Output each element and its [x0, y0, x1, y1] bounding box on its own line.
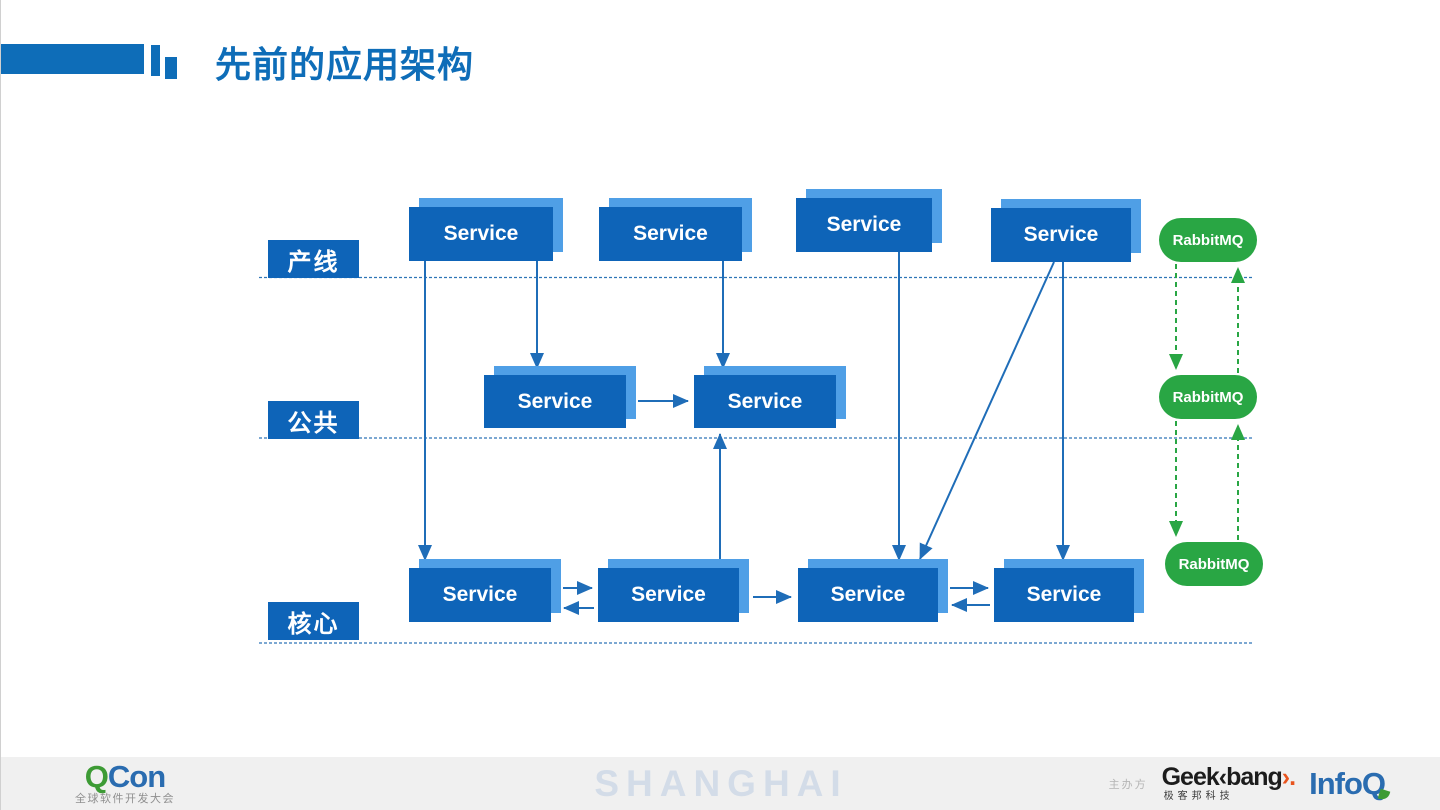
qcon-q: Q [84, 759, 109, 794]
title-tick-decoration-small [165, 57, 177, 79]
service-box-label: Service [598, 568, 739, 622]
host-logos: 主办方 Geek‹bang›. 极客邦科技 InfoQ [1108, 763, 1386, 802]
geekbang-orange: ›. [1281, 763, 1296, 791]
qcon-subtitle: 全球软件开发大会 [75, 793, 175, 805]
service-box-top-3: Service [796, 189, 942, 252]
service-box-bottom-1: Service [409, 559, 561, 622]
qcon-logo-text: QCon [75, 761, 175, 792]
row-label-common: 公共 [268, 401, 359, 439]
service-box-middle-1: Service [484, 366, 636, 428]
row-label-core: 核心 [268, 602, 359, 640]
rabbitmq-node-bottom: RabbitMQ [1165, 542, 1263, 586]
service-box-label: Service [484, 375, 626, 428]
qcon-con: Con [107, 759, 166, 794]
service-box-label: Service [991, 208, 1131, 262]
service-box-label: Service [994, 568, 1134, 622]
service-box-label: Service [796, 198, 932, 252]
geekbang-black: Geek‹bang [1161, 763, 1283, 791]
service-box-middle-2: Service [694, 366, 846, 428]
host-label: 主办方 [1108, 778, 1148, 791]
service-box-bottom-2: Service [598, 559, 749, 622]
qcon-logo: QCon 全球软件开发大会 [75, 761, 175, 805]
service-box-top-1: Service [409, 198, 563, 261]
service-box-label: Service [599, 207, 742, 261]
title-tick-decoration [151, 45, 160, 76]
page-title: 先前的应用架构 [215, 44, 475, 85]
geekbang-subtitle: 极客邦科技 [1163, 791, 1234, 802]
service-box-label: Service [409, 568, 551, 622]
infoq-logo: InfoQ [1309, 765, 1386, 801]
rabbitmq-node-middle: RabbitMQ [1159, 375, 1257, 419]
geekbang-logo: Geek‹bang›. 极客邦科技 [1161, 763, 1297, 802]
geekbang-logo-text: Geek‹bang›. [1161, 763, 1297, 791]
service-box-label: Service [694, 375, 836, 428]
rabbitmq-node-top: RabbitMQ [1159, 218, 1257, 262]
footer-strip [1, 757, 1440, 810]
row-label-product-line: 产线 [268, 240, 359, 278]
service-box-bottom-3: Service [798, 559, 948, 622]
service-box-top-4: Service [991, 199, 1141, 262]
service-box-label: Service [409, 207, 553, 261]
shanghai-watermark: SHANGHAI [594, 763, 848, 804]
service-box-top-2: Service [599, 198, 752, 261]
service-box-label: Service [798, 568, 938, 622]
service-box-bottom-4: Service [994, 559, 1144, 622]
title-bar-decoration [1, 44, 144, 74]
